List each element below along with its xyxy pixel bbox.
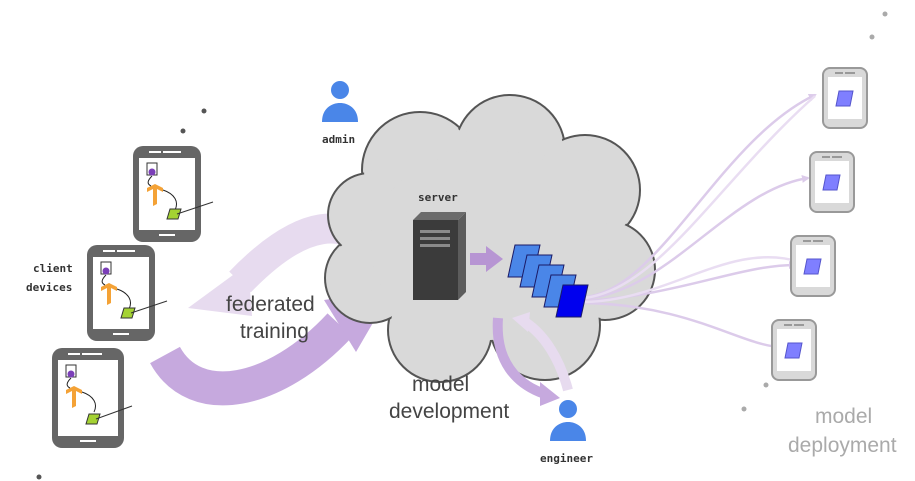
deployment-device-2 [809, 151, 855, 213]
engineer-label: engineer [540, 452, 593, 465]
deployment-device-4 [771, 319, 817, 381]
engineer-person-icon [550, 400, 586, 441]
client-devices-label-line1: client [33, 262, 73, 275]
federated-dark-arrow-shaft [150, 313, 353, 406]
model-icon [835, 90, 854, 107]
deployment-device-3 [790, 235, 836, 297]
tensorflow-icon [147, 184, 163, 206]
tensorflow-icon [66, 386, 82, 408]
client-device-1 [133, 146, 214, 242]
model-icon [822, 174, 841, 191]
deployment-ellipsis-dots [741, 11, 888, 412]
model-icon [784, 342, 803, 359]
model-development-label-line2: development [389, 400, 509, 423]
model-icon [85, 413, 101, 425]
model-development-arrows [492, 312, 573, 406]
server-label: server [418, 191, 458, 204]
server-to-models-arrow [470, 246, 503, 272]
cloud [324, 94, 656, 383]
admin-person-icon [322, 81, 358, 122]
database-icon [146, 162, 158, 176]
client-device-3 [52, 348, 133, 448]
model-icon [166, 208, 182, 220]
model-development-label-line1: model [412, 373, 469, 396]
deployment-arrows [584, 93, 817, 351]
model-deployment-label-line1: model [815, 405, 872, 428]
admin-label: admin [322, 133, 355, 146]
model-deployment-label-line2: deployment [788, 434, 897, 457]
client-device-2 [87, 245, 168, 341]
tensorflow-icon [101, 283, 117, 305]
deployment-device-1 [822, 67, 868, 129]
federated-light-arrowhead [188, 264, 252, 316]
client-devices-label-line2: devices [26, 281, 72, 294]
database-icon [65, 364, 77, 378]
database-icon [100, 261, 112, 275]
server-icon [413, 212, 466, 300]
model-icon [803, 258, 822, 275]
model-stack-icon [507, 244, 589, 318]
client-ellipsis-dots [36, 108, 207, 480]
model-icon [120, 307, 136, 319]
federated-label-line2: training [240, 320, 309, 343]
federated-label-line1: federated [226, 293, 315, 316]
